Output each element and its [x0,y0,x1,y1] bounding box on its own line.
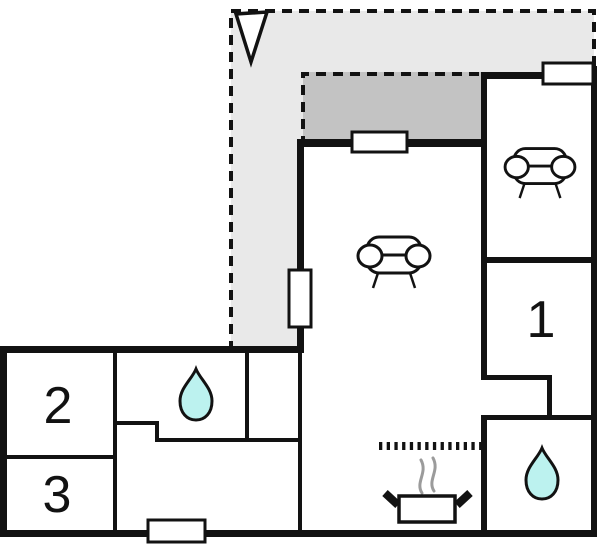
covered-terrace-dashed-outline [301,72,481,146]
wall-bathroom1-closet-divider [245,353,249,442]
terrace-area [231,11,594,350]
wall-room1-top [481,257,597,263]
wall-living-left [297,142,304,353]
north-arrow-icon [233,10,270,68]
wall-main-vertical [481,72,487,380]
wall-bathroom2-top [481,415,597,420]
wall-outer-bottom [0,530,597,537]
steam-icon [418,456,437,495]
wall-bathroom2-left [481,415,487,537]
wall-bathroom1-step-h [113,421,159,425]
wall-lowerleft-top [0,346,304,353]
wall-room2-room3-divider [7,455,113,459]
window-bottom [146,518,207,544]
room-2-label: 2 [44,377,73,435]
wall-bathroom1-step-v [155,421,159,442]
room-3-label: 3 [43,466,72,524]
wall-rooms23-right [113,353,117,534]
terrace-dashed-outline [229,9,596,351]
wall-lowerleft-right [298,353,302,530]
wall-room1-bottom [481,375,552,380]
room-1-label: 1 [527,291,556,349]
wall-outer-left [0,347,7,537]
wall-nook-vertical [547,375,552,419]
wall-topright-top [481,72,545,79]
window-topright [541,61,595,86]
wall-bathroom1-bottom [155,438,302,442]
terrace-door [287,268,313,329]
wall-outer-right [591,66,597,537]
stove-pot-icon [382,490,473,524]
window-living-top [350,130,409,154]
